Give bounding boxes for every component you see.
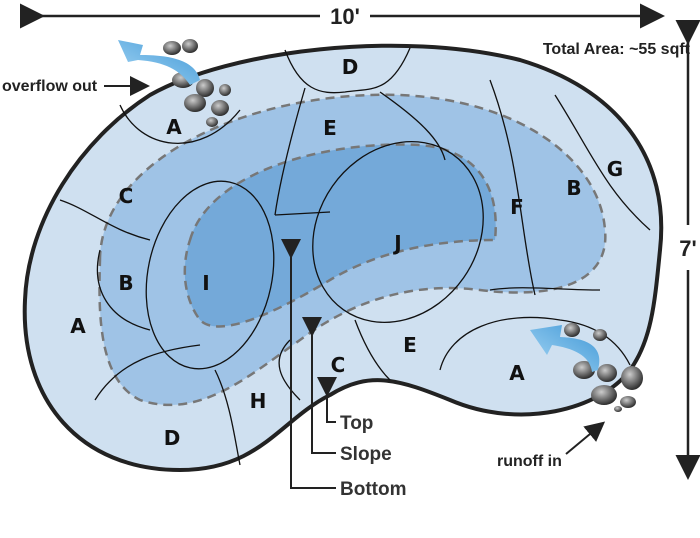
zone-label: B — [566, 176, 581, 200]
legend-bottom: Bottom — [340, 479, 406, 500]
runoff-arrow-icon — [565, 421, 606, 455]
runoff-rocks-icon — [564, 323, 643, 412]
zone-label: E — [403, 333, 417, 357]
zone-label: A — [70, 314, 86, 338]
zone-label: G — [607, 157, 623, 181]
zone-label: D — [342, 55, 359, 79]
legend-slope: Slope — [340, 444, 392, 465]
plant-sections — [59, 47, 651, 466]
zone-label: C — [331, 353, 346, 377]
depth-legend — [281, 239, 337, 489]
height-dimension: 7' — [675, 20, 700, 480]
runoff-label: runoff in — [497, 453, 562, 470]
overflow-water-arrow-icon — [118, 40, 200, 85]
zone-label: A — [166, 115, 182, 139]
zone-label: C — [119, 184, 134, 208]
legend-top: Top — [340, 413, 373, 434]
zone-label: I — [202, 271, 209, 295]
zone-label: E — [323, 116, 337, 140]
runoff-water-arrow-icon — [530, 325, 600, 372]
total-area: Total Area: ~55 sqft — [543, 41, 691, 58]
width-label: 10' — [330, 4, 360, 29]
zone-label: D — [164, 426, 181, 450]
zone-label: J — [392, 231, 401, 255]
height-label: 7' — [679, 236, 696, 261]
zone-label: A — [509, 361, 525, 385]
zone-label: B — [118, 271, 133, 295]
width-dimension: 10' — [20, 3, 665, 29]
zone-labels: A D E G B F C B I J A C E A H D — [70, 55, 623, 450]
zone-label: F — [510, 195, 524, 219]
overflow-rocks-icon — [163, 39, 231, 127]
overflow-label: overflow out — [2, 78, 98, 95]
zone-label: H — [250, 389, 267, 413]
zone-bottom — [183, 143, 497, 328]
